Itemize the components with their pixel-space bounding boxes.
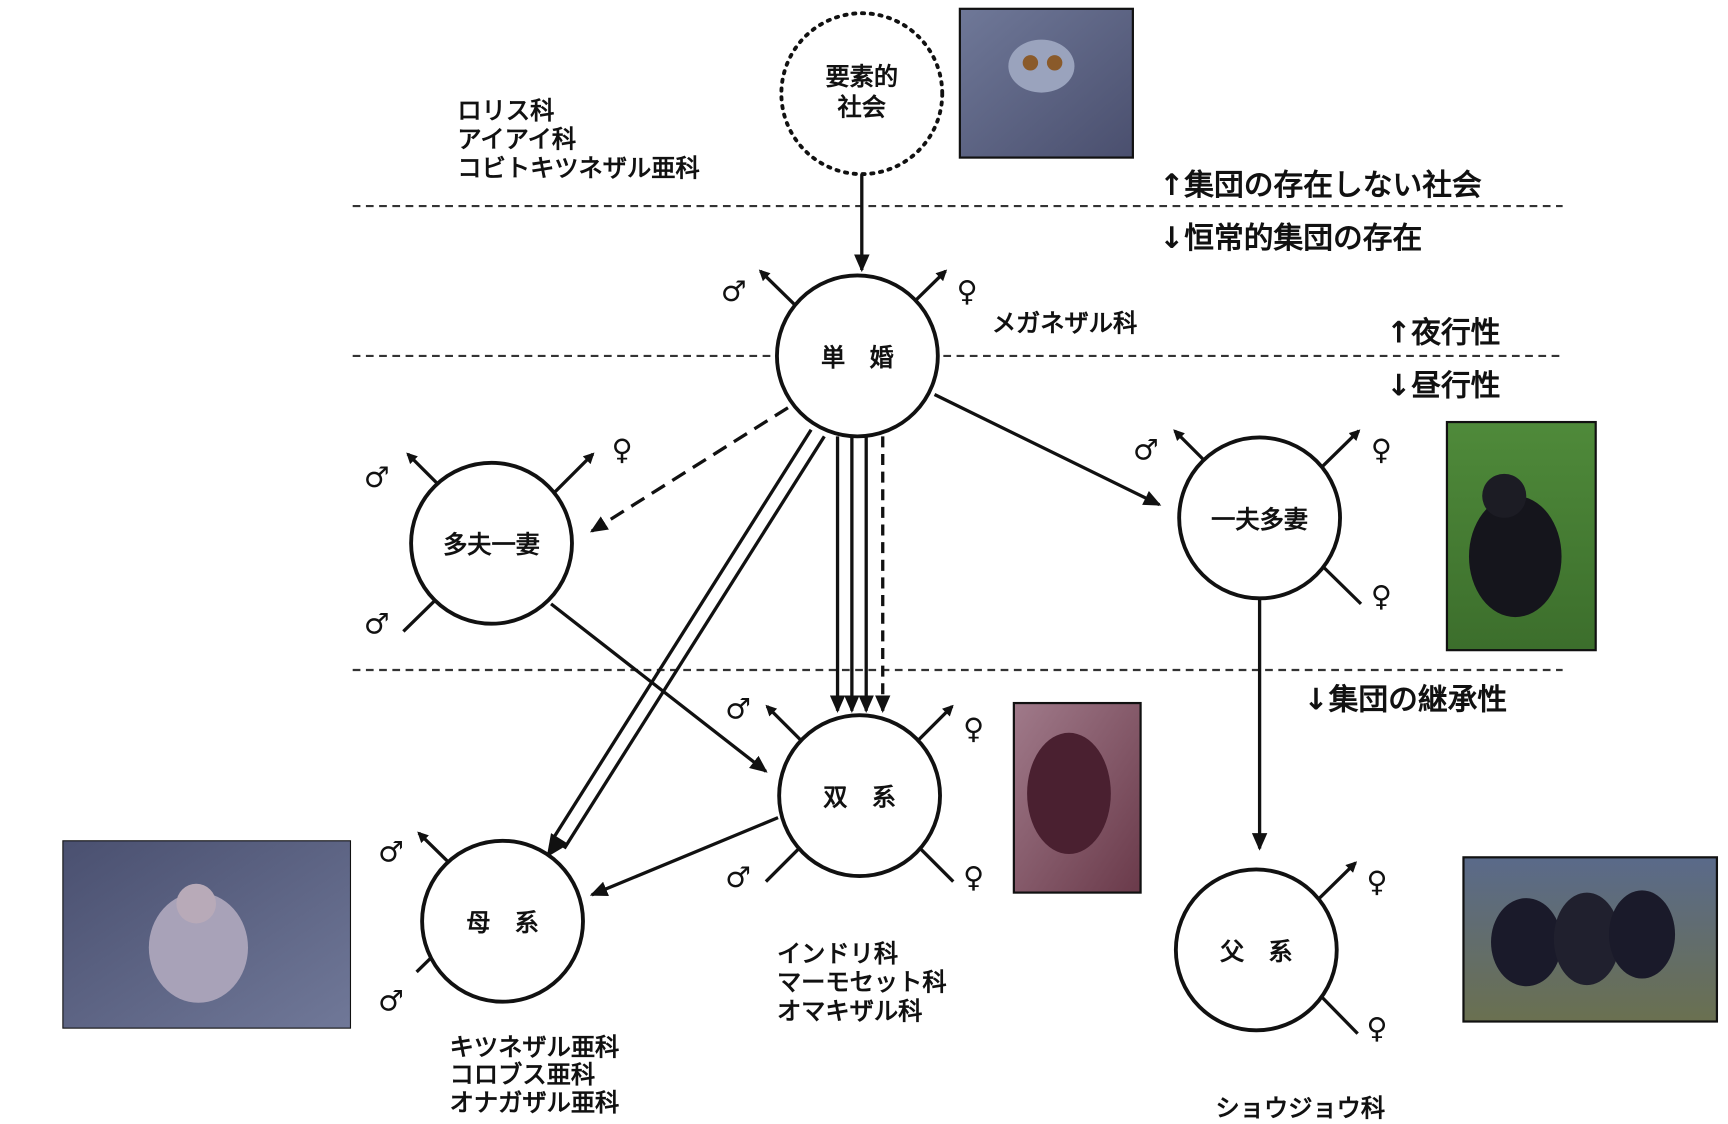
svg-text:ロリス科: ロリス科: [457, 96, 554, 125]
female-symbol: ♀: [1366, 864, 1387, 898]
arrow-bilineal-to-matrilineal: [589, 816, 779, 897]
female-symbol: ♀: [1371, 433, 1392, 467]
node-polygyny: 一夫多妻: [1177, 435, 1342, 601]
female-symbol: ♀: [1366, 1011, 1387, 1045]
svg-text:多夫一妻: 多夫一妻: [443, 530, 540, 559]
gorilla-photo: [1445, 420, 1597, 652]
slow-loris-photo: [958, 7, 1134, 159]
families-monogamy: メガネザル科: [992, 309, 1137, 338]
male-symbol: ♂: [725, 691, 751, 725]
svg-text:インドリ科: インドリ科: [777, 939, 898, 968]
svg-text:アイアイ科: アイアイ科: [457, 125, 576, 154]
families-elementary: ロリス科 アイアイ科 コビトキツネザル亜科: [457, 96, 699, 182]
female-symbol: ♀: [957, 274, 978, 308]
svg-text:オマキザル科: オマキザル科: [777, 996, 922, 1025]
svg-text:コロブス亜科: コロブス亜科: [450, 1060, 595, 1089]
svg-text:単 婚: 単 婚: [821, 343, 894, 372]
label-no-group: ↑集団の存在しない社会: [1159, 168, 1482, 203]
sex-symbols: ♂ ♀ ♂ ♀ ♂ ♂ ♀ ♀ ♂ ♀ ♂ ♀ ♂ ♂ ♀ ♀: [364, 274, 1392, 1045]
chimpanzee-photo: [1462, 856, 1719, 1023]
arrow-monogamy-to-polyandry: [589, 406, 789, 533]
male-symbol: ♂: [364, 607, 390, 641]
node-matrilineal: 母 系: [420, 838, 585, 1004]
female-symbol: ♀: [1371, 579, 1392, 613]
female-symbol: ♀: [612, 433, 633, 467]
label-permanent-group: ↓恒常的集団の存在: [1159, 221, 1422, 256]
male-symbol: ♂: [378, 835, 404, 869]
node-monogamy: 単 婚: [775, 273, 940, 439]
families-patrilineal: ショウジョウ科: [1216, 1093, 1386, 1122]
male-symbol: ♂: [364, 460, 390, 494]
families-bilineal: インドリ科 マーモセット科 オマキザル科: [777, 939, 947, 1025]
japanese-macaque-photo: [62, 840, 352, 1029]
male-symbol: ♂: [721, 274, 747, 308]
node-patrilineal: 父 系: [1173, 867, 1339, 1033]
arrow-monogamy-to-bilineal: [829, 436, 891, 713]
male-symbol: ♂: [725, 860, 751, 894]
svg-text:要素的: 要素的: [825, 62, 898, 91]
arrow-monogamy-to-matrilineal: [546, 428, 826, 858]
families-matrilineal: キツネザル亜科 コロブス亜科 オナガザル亜科: [450, 1033, 620, 1117]
label-diurnal: ↓昼行性: [1386, 369, 1500, 404]
male-symbol: ♂: [1133, 433, 1159, 467]
arrow-monogamy-to-polygyny: [933, 393, 1162, 507]
svg-text:オナガザル亜科: オナガザル亜科: [450, 1088, 620, 1117]
female-symbol: ♀: [963, 711, 984, 745]
howler-monkey-photo: [1012, 701, 1142, 894]
female-symbol: ♀: [963, 860, 984, 894]
label-group-succession: ↓集団の継承性: [1304, 683, 1507, 718]
label-nocturnal: ↑夜行性: [1386, 316, 1500, 351]
svg-text:母 系: 母 系: [466, 908, 539, 937]
svg-text:父 系: 父 系: [1220, 937, 1293, 966]
node-polyandry: 多夫一妻: [409, 460, 574, 626]
male-symbol: ♂: [378, 983, 404, 1017]
node-elementary-society: 要素的 社会: [779, 11, 945, 177]
svg-text:キツネザル亜科: キツネザル亜科: [450, 1033, 620, 1062]
svg-text:一夫多妻: 一夫多妻: [1211, 505, 1308, 534]
svg-text:双 系: 双 系: [823, 783, 896, 812]
svg-text:マーモセット科: マーモセット科: [777, 968, 947, 997]
svg-text:コビトキツネザル亜科: コビトキツネザル亜科: [457, 153, 699, 182]
node-bilineal: 双 系: [777, 713, 942, 878]
arrow-polyandry-to-bilineal: [550, 602, 768, 773]
svg-text:社会: 社会: [838, 93, 887, 122]
